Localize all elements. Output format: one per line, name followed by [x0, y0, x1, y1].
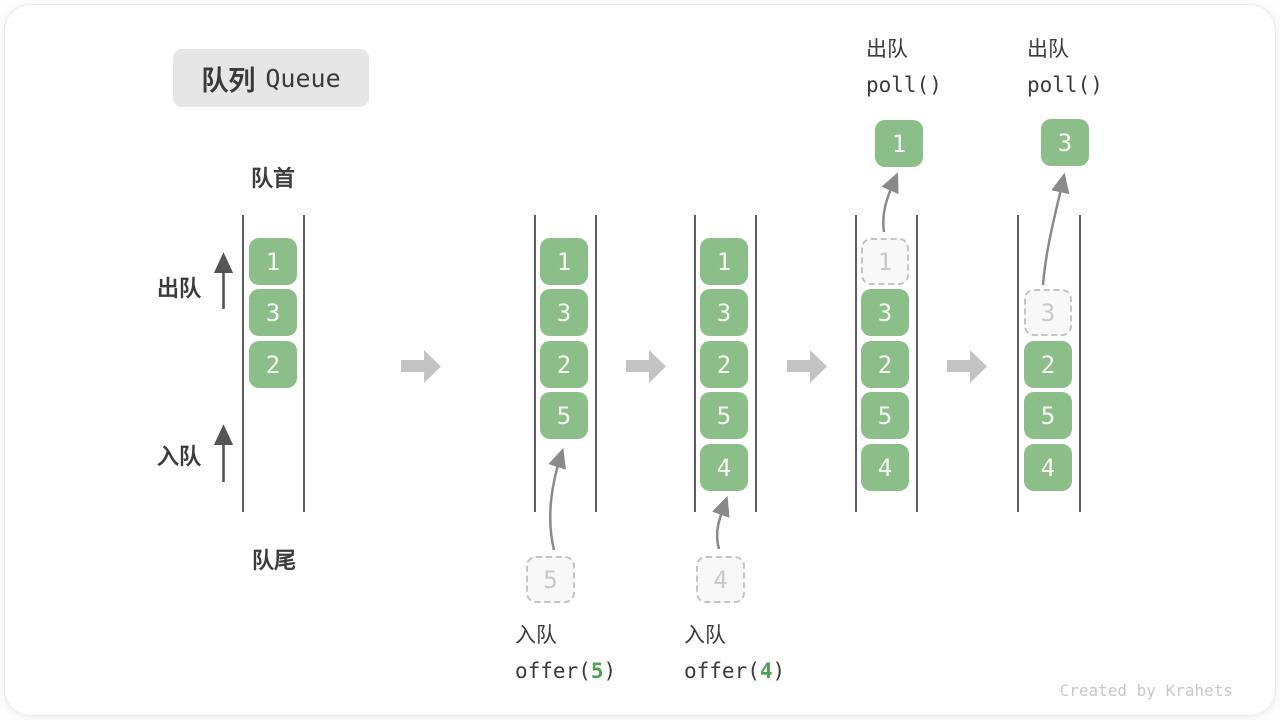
queue3-cell: 4 — [700, 444, 748, 491]
queue2-cell: 3 — [540, 289, 588, 336]
title-en: Queue — [265, 63, 341, 93]
operation-offer-4: 入队 offer(4) — [684, 623, 785, 684]
operation-code: poll() — [866, 73, 942, 97]
queue2-incoming-element: 5 — [526, 556, 575, 603]
poll-3-arrow-icon — [1041, 172, 1070, 286]
label-enqueue: 入队 — [157, 444, 202, 469]
operation-code: poll() — [1027, 73, 1103, 97]
operation-code: offer(5) — [515, 659, 617, 683]
enqueue-4-arrow-icon — [712, 495, 730, 550]
queue4-cell: 5 — [861, 392, 909, 439]
label-queue-front: 队首 — [250, 166, 296, 191]
queue1-cell: 2 — [249, 341, 297, 388]
queue2-cell: 1 — [540, 238, 588, 285]
queue5-cell: 5 — [1024, 392, 1072, 439]
operation-arg: 4 — [759, 659, 773, 683]
queue2-rail-left — [534, 215, 536, 512]
state-transition-arrow-icon — [626, 350, 666, 383]
enqueue-5-arrow-icon — [548, 447, 566, 551]
queue4-cell: 3 — [861, 289, 909, 336]
arrows-overlay — [213, 172, 1070, 551]
queue1-cell: 3 — [249, 289, 297, 336]
queue5-cell-removed: 3 — [1024, 289, 1072, 336]
queue4-polled-element: 1 — [875, 120, 923, 167]
queue3-cell: 5 — [700, 392, 748, 439]
queue4-cell: 2 — [861, 341, 909, 388]
diagram-canvas: 队列 Queue 队首 队尾 出队 入队 1 3 2 1 3 2 5 5 入队 … — [4, 4, 1276, 716]
operation-offer-5: 入队 offer(5) — [515, 623, 616, 684]
queue2-cell: 5 — [540, 392, 588, 439]
operation-label: 出队 — [1027, 38, 1069, 61]
operation-label: 入队 — [684, 624, 726, 647]
poll-1-arrow-icon — [881, 172, 899, 233]
queue5-cell: 4 — [1024, 444, 1072, 491]
state-transition-arrow-icon — [947, 350, 987, 383]
queue5-rail-left — [1017, 215, 1019, 512]
queue5-rail-right — [1079, 215, 1081, 512]
queue2-rail-right — [595, 215, 597, 512]
queue1-rail-right — [303, 215, 305, 512]
state-transition-arrow-icon — [787, 350, 827, 383]
state-transition-arrow-icon — [401, 350, 441, 383]
queue2-cell: 2 — [540, 341, 588, 388]
queue3-cell: 1 — [700, 238, 748, 285]
operation-code: offer(4) — [684, 659, 786, 683]
queue3-incoming-element: 4 — [696, 556, 745, 603]
queue3-cell: 3 — [700, 289, 748, 336]
queue4-cell-removed: 1 — [861, 238, 909, 285]
title-badge: 队列 Queue — [173, 49, 369, 107]
queue3-rail-right — [755, 215, 757, 512]
operation-poll-3: 出队 poll() — [1027, 37, 1103, 98]
queue5-cell: 2 — [1024, 341, 1072, 388]
queue1-cell: 1 — [249, 238, 297, 285]
queue3-cell: 2 — [700, 341, 748, 388]
queue4-rail-right — [916, 215, 918, 512]
queue3-rail-left — [694, 215, 696, 512]
operation-label: 入队 — [515, 624, 557, 647]
label-queue-rear: 队尾 — [251, 548, 297, 573]
queue1-rail-left — [242, 215, 244, 512]
queue5-polled-element: 3 — [1041, 119, 1089, 166]
operation-label: 出队 — [866, 38, 908, 61]
queue4-rail-left — [855, 215, 857, 512]
operation-arg: 5 — [590, 659, 604, 683]
operation-poll-1: 出队 poll() — [866, 37, 942, 98]
watermark: Created by Krahets — [1059, 681, 1233, 700]
label-dequeue: 出队 — [157, 276, 202, 301]
queue4-cell: 4 — [861, 444, 909, 491]
title-zh: 队列 — [201, 65, 256, 96]
